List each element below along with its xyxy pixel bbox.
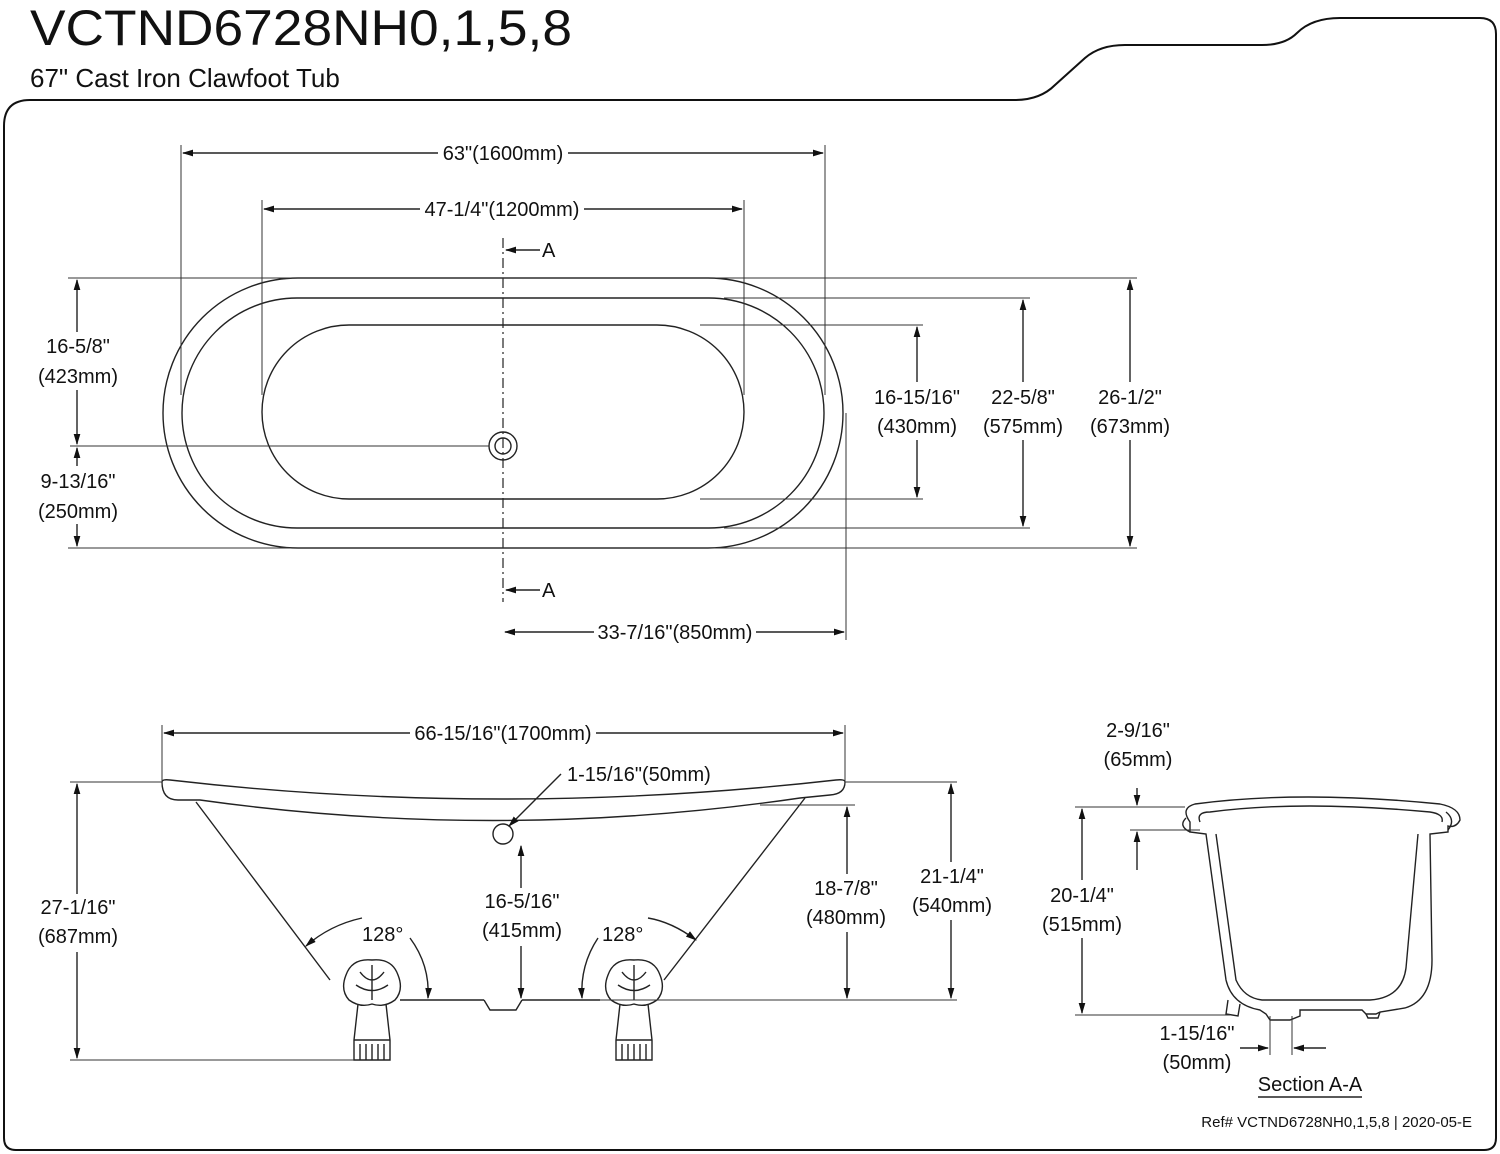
dim-inner-width-in: 16-15/16" [874, 387, 960, 409]
dim-total-height-mm: (687mm) [38, 926, 118, 948]
dim-overall-width-in: 26-1/2" [1098, 387, 1162, 409]
reference-number: Ref# VCTND6728NH0,1,5,8 | 2020-05-E [1201, 1114, 1472, 1131]
dim-rim-width-in: 2-9/16" [1106, 720, 1170, 742]
dim-drain-height-mm: (415mm) [482, 920, 562, 942]
dim-inner-length: 47-1/4"(1200mm) [425, 199, 580, 221]
dim-section-drain-mm: (50mm) [1163, 1052, 1232, 1074]
dim-drain-offset: 33-7/16"(850mm) [598, 622, 753, 644]
dim-left-lower-mm: (250mm) [38, 501, 118, 523]
dim-drain-diameter: 1-15/16"(50mm) [567, 764, 711, 786]
dim-rim-width-mm: (65mm) [1104, 749, 1173, 771]
section-outer [1185, 796, 1461, 1021]
dim-total-height-in: 27-1/16" [41, 897, 116, 919]
side-body [195, 797, 806, 981]
dim-section-depth-in: 20-1/4" [1050, 885, 1114, 907]
section-mark-top: A [542, 240, 556, 262]
model-title: VCTND6728NH0,1,5,8 [30, 0, 572, 56]
dim-mid-width-in: 22-5/8" [991, 387, 1055, 409]
angle-left: 128° [362, 924, 403, 946]
dim-left-lower-in: 9-13/16" [41, 471, 116, 493]
dim-side-overall-length: 66-15/16"(1700mm) [414, 723, 591, 745]
overflow-hole [492, 823, 514, 845]
side-view: 66-15/16"(1700mm) 1-15/16"(50mm) 27-1/16… [34, 723, 998, 1061]
clawfoot-left [342, 959, 402, 1061]
section-inner [1198, 805, 1443, 1001]
dim-left-upper-in: 16-5/8" [46, 336, 110, 358]
side-rim [161, 779, 846, 822]
section-view: 2-9/16" (65mm) 20-1/4" (515mm) 1-15/16" … [1038, 720, 1461, 1098]
sheet-frame [3, 17, 1497, 1151]
dim-rim-height-mm: (540mm) [912, 895, 992, 917]
dim-overall-width-mm: (673mm) [1090, 416, 1170, 438]
dim-overall-length: 63"(1600mm) [443, 143, 563, 165]
dim-left-upper-mm: (423mm) [38, 366, 118, 388]
dim-inner-depth-in: 18-7/8" [814, 878, 878, 900]
dim-inner-depth-mm: (480mm) [806, 907, 886, 929]
section-mark-bottom: A [542, 580, 556, 602]
dim-inner-width-mm: (430mm) [877, 416, 957, 438]
product-subtitle: 67" Cast Iron Clawfoot Tub [30, 63, 340, 93]
dim-drain-height-in: 16-5/16" [485, 891, 560, 913]
dim-section-depth-mm: (515mm) [1042, 914, 1122, 936]
clawfoot-right [604, 959, 664, 1061]
dim-mid-width-mm: (575mm) [983, 416, 1063, 438]
top-view: A A 63"(1600mm) 47-1/4"(1200mm) 16-5/8" … [32, 143, 1175, 644]
angle-right: 128° [602, 924, 643, 946]
section-label: Section A-A [1258, 1074, 1363, 1096]
dim-rim-height-in: 21-1/4" [920, 866, 984, 888]
dim-section-drain-in: 1-15/16" [1160, 1023, 1235, 1045]
